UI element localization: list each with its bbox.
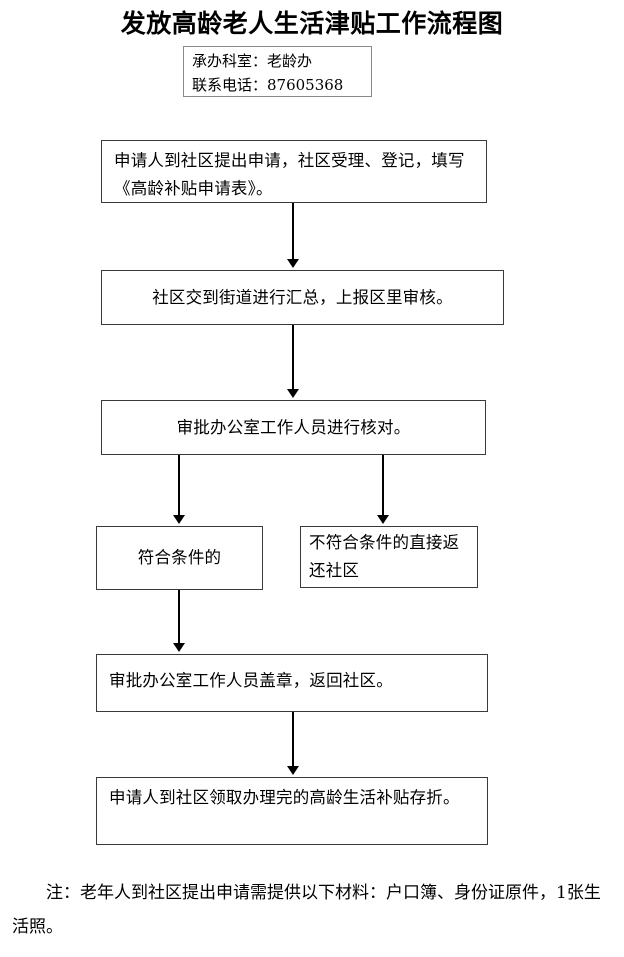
connector-apply-to-submit — [292, 203, 294, 261]
flow-node-collect-passbook[interactable]: 申请人到社区领取办理完的高龄生活补贴存折。 — [96, 777, 488, 845]
connector-qualified-to-stamp — [178, 590, 180, 644]
flow-node-review-office[interactable]: 审批办公室工作人员进行核对。 — [101, 400, 486, 455]
info-department: 承办科室：老龄办 — [192, 52, 313, 70]
arrowhead-qualified-to-stamp — [173, 643, 185, 652]
flow-node-submit-street[interactable]: 社区交到街道进行汇总，上报区里审核。 — [101, 270, 504, 325]
connector-stamp-to-collect — [292, 712, 294, 768]
footer-note: 注：老年人到社区提出申请需提供以下材料：户口簿、身份证原件，1张生活照。 — [12, 883, 601, 937]
flow-node-apply-label: 申请人到社区提出申请，社区受理、登记，填写《高龄补贴申请表》。 — [114, 151, 465, 198]
arrowhead-apply-to-submit — [287, 259, 299, 268]
arrowhead-review-to-qualified — [173, 515, 185, 524]
page-title: 发放高龄老人生活津贴工作流程图 — [120, 9, 504, 38]
flow-node-collect-passbook-label: 申请人到社区领取办理完的高龄生活补贴存折。 — [109, 788, 460, 807]
flow-node-stamp-return[interactable]: 审批办公室工作人员盖章，返回社区。 — [96, 654, 488, 712]
flow-node-review-office-label: 审批办公室工作人员进行核对。 — [176, 417, 411, 437]
flow-node-stamp-return-label: 审批办公室工作人员盖章，返回社区。 — [109, 671, 393, 690]
arrowhead-review-to-not-qualified — [377, 515, 389, 524]
arrowhead-submit-to-review — [287, 389, 299, 398]
flow-node-not-qualified[interactable]: 不符合条件的直接返还社区 — [300, 526, 478, 588]
arrowhead-stamp-to-collect — [287, 766, 299, 775]
info-phone: 联系电话：87605368 — [192, 76, 344, 94]
flow-node-qualified[interactable]: 符合条件的 — [96, 526, 263, 590]
flow-node-apply[interactable]: 申请人到社区提出申请，社区受理、登记，填写《高龄补贴申请表》。 — [101, 140, 487, 203]
connector-review-to-qualified — [178, 455, 180, 517]
info-box: 承办科室：老龄办 联系电话：87605368 — [183, 46, 372, 97]
flow-node-submit-street-label: 社区交到街道进行汇总，上报区里审核。 — [152, 287, 453, 307]
flow-node-qualified-label: 符合条件的 — [137, 548, 222, 567]
connector-submit-to-review — [292, 325, 294, 391]
connector-review-to-not-qualified — [382, 455, 384, 517]
flow-node-not-qualified-label: 不符合条件的直接返还社区 — [309, 533, 460, 580]
